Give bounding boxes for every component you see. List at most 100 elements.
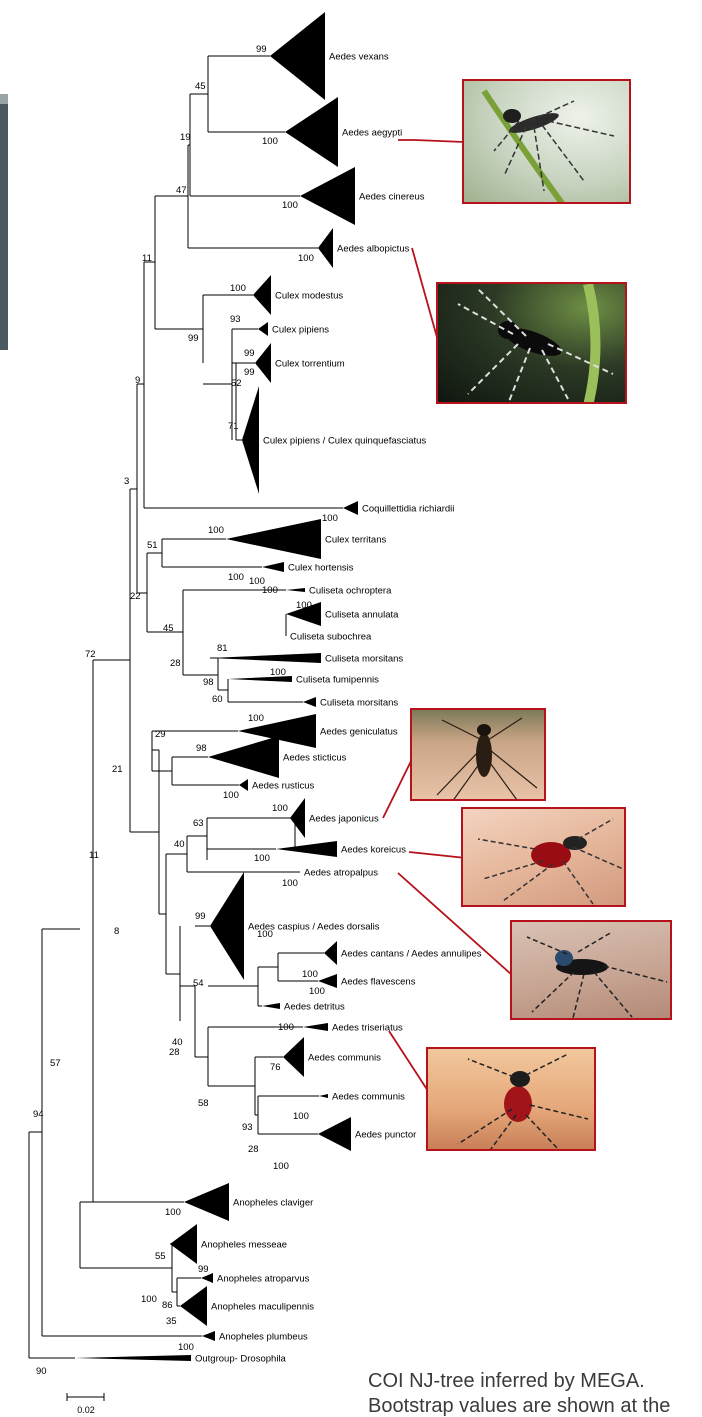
collapsed-clade (210, 872, 244, 980)
bootstrap-value: 28 (248, 1144, 259, 1155)
callout-line (409, 852, 466, 858)
bootstrap-value: 3 (124, 476, 129, 487)
bootstrap-value: 90 (36, 1366, 47, 1377)
bootstrap-value: 28 (170, 658, 181, 669)
bootstrap-value: 11 (142, 253, 152, 264)
collapsed-clade (303, 697, 316, 707)
taxon-label: Culiseta ochroptera (309, 586, 392, 597)
collapsed-clade (270, 12, 325, 100)
collapsed-clade (75, 1355, 191, 1361)
taxon-label: Aedes albopictus (337, 244, 410, 255)
bootstrap-value: 51 (147, 540, 158, 551)
bootstrap-value: 100 (302, 969, 318, 980)
bootstrap-value: 100 (228, 572, 244, 583)
bootstrap-value: 9 (135, 375, 140, 386)
taxon-label: Aedes japonicus (309, 814, 379, 825)
taxon-label: Aedes punctor (355, 1130, 416, 1141)
bootstrap-value: 100 (165, 1207, 181, 1218)
bootstrap-value: 45 (195, 81, 206, 92)
taxon-label: Aedes cantans / Aedes annulipes (341, 949, 482, 960)
collapsed-clade (255, 343, 271, 383)
bootstrap-value: 52 (231, 378, 242, 389)
taxon-label: Culex territans (325, 535, 386, 546)
bootstrap-value: 100 (254, 853, 270, 864)
bootstrap-value: 40 (172, 1037, 183, 1048)
mosquito-illustration (463, 809, 626, 907)
collapsed-clade (262, 1003, 280, 1009)
bootstrap-value: 100 (278, 1022, 294, 1033)
mosquito-photo-atropalpus (510, 920, 672, 1020)
callout-line (389, 1031, 428, 1091)
taxon-label: Anopheles atroparvus (217, 1274, 310, 1285)
bootstrap-value: 60 (212, 694, 223, 705)
taxon-label: Aedes flavescens (341, 977, 416, 988)
collapsed-clade (253, 275, 271, 315)
taxon-label: Culiseta morsitans (320, 698, 398, 709)
bootstrap-value: 100 (298, 253, 314, 264)
mosquito-illustration (428, 1049, 596, 1151)
taxon-label: Anopheles plumbeus (219, 1332, 308, 1343)
taxon-label: Aedes vexans (329, 52, 389, 63)
taxon-label: Aedes communis (308, 1053, 381, 1064)
bootstrap-value: 100 (282, 878, 298, 889)
collapsed-clade (258, 322, 268, 336)
collapsed-clade (276, 841, 337, 857)
collapsed-clade (285, 97, 338, 167)
bootstrap-value: 57 (50, 1058, 61, 1069)
bootstrap-value: 58 (198, 1098, 209, 1109)
taxon-label: Anopheles maculipennis (211, 1302, 314, 1313)
taxon-label: Aedes detritus (284, 1002, 345, 1013)
bootstrap-value: 100 (309, 986, 325, 997)
bootstrap-value: 40 (174, 839, 185, 850)
bootstrap-value: 45 (163, 623, 174, 634)
taxon-label: Aedes sticticus (283, 753, 347, 764)
taxon-label: Culiseta subochrea (290, 632, 372, 643)
bootstrap-value: 8 (114, 926, 119, 937)
mosquito-illustration (412, 710, 546, 801)
scale-bar: 0.02 (67, 1393, 104, 1415)
mosquito-photo-koreicus (461, 807, 626, 907)
taxon-label: Culex torrentium (275, 359, 345, 370)
bootstrap-value: 100 (223, 790, 239, 801)
taxon-label: Aedes communis (332, 1092, 405, 1103)
collapsed-clade (170, 1224, 197, 1264)
mosquito-photo-japonicus (410, 708, 546, 801)
collapsed-clade (303, 1023, 328, 1031)
bootstrap-value: 99 (256, 44, 267, 55)
bootstrap-value: 93 (242, 1122, 253, 1133)
collapsed-clade (300, 167, 355, 225)
taxon-label: Aedes cinereus (359, 192, 425, 203)
taxon-label: Anopheles claviger (233, 1198, 313, 1209)
mosquito-illustration (512, 922, 672, 1020)
taxon-label: Aedes geniculatus (320, 727, 398, 738)
bootstrap-value: 99 (198, 1264, 209, 1275)
bootstrap-value: 99 (244, 367, 255, 378)
collapsed-clade (184, 1183, 229, 1221)
bootstrap-value: 54 (193, 978, 204, 989)
taxon-label: Culex pipiens (272, 325, 329, 336)
bootstrap-value: 19 (180, 132, 191, 143)
collapsed-clade (324, 941, 337, 965)
collapsed-clade (210, 653, 321, 663)
collapsed-clade (319, 1094, 328, 1098)
collapsed-clade (286, 588, 305, 592)
figure-caption: COI NJ-tree inferred by MEGA. Bootstrap … (368, 1369, 702, 1417)
bootstrap-value: 98 (203, 677, 214, 688)
taxon-label: Culex modestus (275, 291, 343, 302)
collapsed-clade (180, 1286, 207, 1326)
mosquito-photo-triseriatus (426, 1047, 596, 1151)
bootstrap-value: 100 (293, 1111, 309, 1122)
bootstrap-value: 100 (178, 1342, 194, 1353)
tree-branches (29, 56, 343, 1358)
taxon-label: Aedes koreicus (341, 845, 406, 856)
collapsed-clade (318, 1117, 351, 1151)
bootstrap-value: 11 (89, 850, 99, 861)
bootstrap-value: 100 (262, 585, 278, 596)
collapsed-clades (75, 12, 358, 1361)
bootstrap-value: 100 (282, 200, 298, 211)
bootstrap-value: 71 (228, 421, 239, 432)
bootstrap-labels: 9945100194710010011100999399995271910031… (33, 44, 338, 1377)
bootstrap-value: 29 (155, 729, 166, 740)
